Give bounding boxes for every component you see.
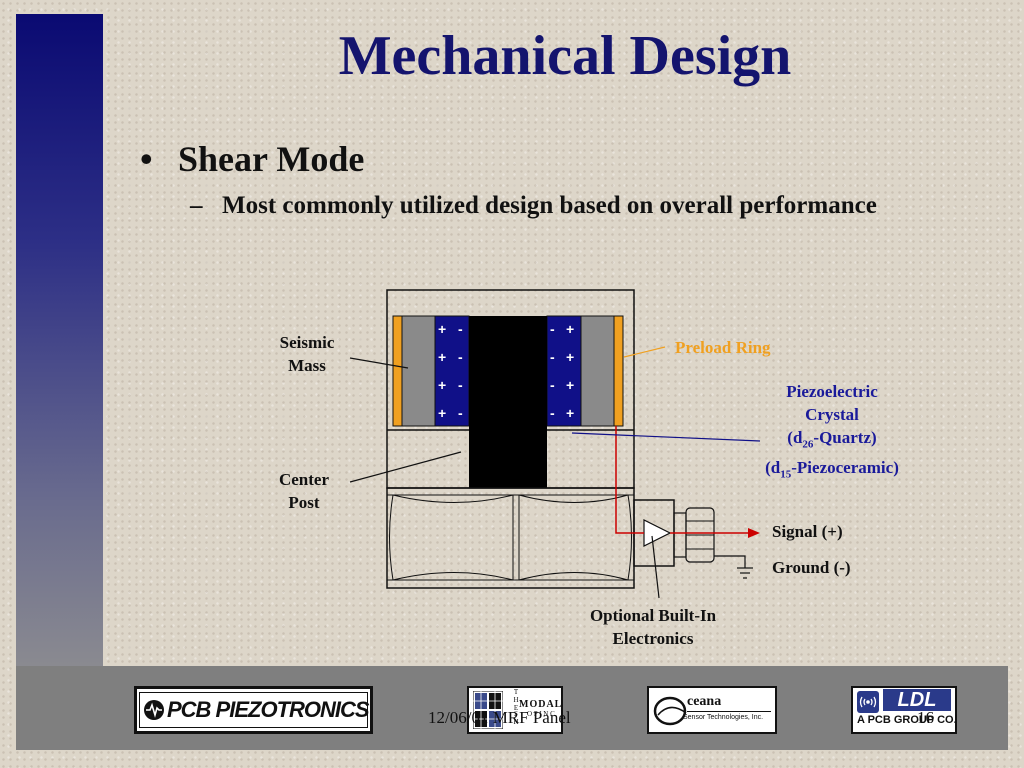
left-accent-bar (16, 14, 103, 666)
modal-letter: I (539, 710, 542, 718)
modal-word: MODAL (519, 699, 563, 710)
plus-sign: + (566, 321, 574, 337)
minus-sign: - (550, 349, 555, 365)
crystal-label: Piezoelectric Crystal (d26-Quartz) (d15-… (765, 382, 899, 481)
seismic-mass-right (580, 315, 615, 427)
minus-sign: - (550, 377, 555, 393)
housing-base (386, 487, 635, 589)
modal-letter: T (513, 688, 519, 696)
modal-shop-logo: T H E MODAL S H O P I N C (467, 686, 563, 734)
ldl-main-text: LDL (883, 689, 951, 711)
plus-sign: + (438, 321, 446, 337)
seismic-mass-left (401, 315, 436, 427)
ground-label: Ground (-) (772, 558, 851, 577)
modal-letter: C (550, 710, 555, 718)
ground-wire (714, 555, 746, 568)
ldl-logo: LDL A PCB GROUP CO. (851, 686, 957, 734)
modal-letter: H (513, 696, 519, 704)
plus-sign: + (438, 349, 446, 365)
minus-sign: - (458, 405, 463, 421)
plus-sign: + (566, 377, 574, 393)
preload-ring-leader (623, 346, 666, 358)
crystal-right (546, 315, 582, 427)
page-number: 16 (917, 708, 934, 727)
signal-label: Signal (+) (772, 522, 843, 541)
pcb-piezotronics-logo: PCB PIEZOTRONICS (134, 686, 373, 734)
ldl-wave-icon (857, 691, 879, 713)
minus-sign: - (550, 321, 555, 337)
preload-ring-label: Preload Ring (675, 338, 771, 357)
modal-letter: P (533, 710, 538, 718)
oceana-name: ceana (687, 694, 722, 709)
center-post-label: Center Post (278, 470, 330, 512)
plus-sign: + (566, 349, 574, 365)
preload-ring-right (613, 315, 624, 427)
crystal-leader (571, 432, 761, 442)
bullet-text: Shear Mode (178, 139, 365, 179)
ldl-subtitle: A PCB GROUP CO. (857, 714, 957, 726)
plus-sign: + (438, 377, 446, 393)
plus-sign: + (438, 405, 446, 421)
sub-bullet-text: Most commonly utilized design based on o… (222, 192, 877, 219)
signal-arrow (748, 528, 760, 538)
modal-letter: E (513, 704, 519, 712)
modal-letter: H (513, 718, 519, 726)
minus-sign: - (550, 405, 555, 421)
connector-nut (673, 512, 687, 558)
slide-title: Mechanical Design (338, 25, 792, 87)
center-post (469, 316, 547, 488)
pcb-logo-text: PCB PIEZOTRONICS (167, 697, 370, 722)
oceana-wave-icon (653, 696, 687, 726)
minus-sign: - (458, 321, 463, 337)
footer-date-text: 12/06/01 MRF Panel (428, 708, 571, 727)
seismic-mass-label: Seismic Mass (279, 333, 335, 375)
electronics-leader (651, 535, 660, 599)
sub-bullet: –Most commonly utilized design based on … (190, 192, 877, 220)
minus-sign: - (458, 349, 463, 365)
modal-letter: S (514, 710, 518, 718)
amplifier-triangle (643, 519, 672, 547)
electronics-label: Optional Built-In Electronics (589, 606, 717, 648)
seismic-mass-leader (349, 357, 409, 369)
pcb-wave-icon (144, 700, 164, 720)
sub-bullet-dash: – (190, 192, 203, 219)
oceana-subtitle: Sensor Technologies, Inc. (683, 714, 764, 721)
modal-grid-icon (473, 691, 503, 729)
plus-sign: + (566, 405, 574, 421)
crystal-left (434, 315, 470, 427)
modal-letter: N (543, 710, 549, 718)
minus-sign: - (458, 377, 463, 393)
preload-ring-left (392, 315, 403, 427)
center-post-leader (349, 451, 462, 483)
bullet-marker: • (140, 139, 153, 179)
signal-wire (615, 426, 644, 534)
modal-letter: O (527, 710, 533, 718)
oceana-logo: ceana Sensor Technologies, Inc. (647, 686, 777, 734)
